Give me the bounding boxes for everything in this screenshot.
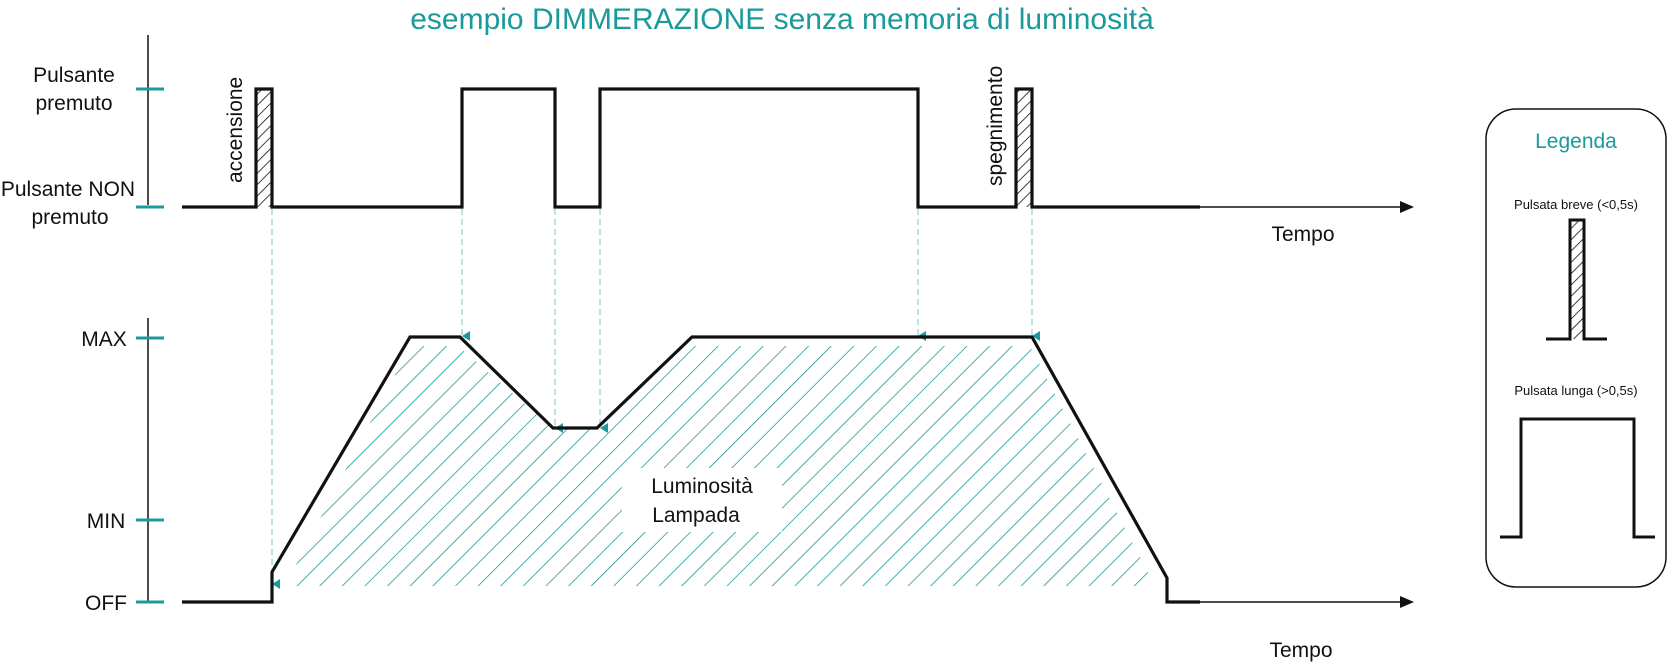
label-off: OFF bbox=[85, 592, 127, 615]
area-label-box bbox=[622, 468, 782, 532]
area-label-line2: Lampada bbox=[652, 504, 740, 527]
label-min: MIN bbox=[87, 510, 126, 533]
button-signal bbox=[182, 87, 1200, 209]
legend-short-pulse bbox=[1546, 218, 1607, 341]
brightness-curve bbox=[182, 335, 1200, 604]
brightness-area bbox=[285, 346, 1155, 586]
top-x-label: Tempo bbox=[1271, 223, 1334, 246]
legend-long-label: Pulsata lunga (>0,5s) bbox=[1514, 383, 1637, 398]
label-not-pressed-line2: premuto bbox=[31, 206, 108, 229]
diagram-title: esempio DIMMERAZIONE senza memoria di lu… bbox=[410, 3, 1154, 36]
legend-long-pulse bbox=[1500, 417, 1655, 539]
legend-short-label: Pulsata breve (<0,5s) bbox=[1514, 197, 1638, 212]
label-max: MAX bbox=[81, 328, 127, 351]
label-pressed-line2: premuto bbox=[35, 92, 112, 115]
legend-title: Legenda bbox=[1535, 130, 1617, 153]
annotation-spegnimento: spegnimento bbox=[984, 66, 1007, 186]
bottom-x-label: Tempo bbox=[1269, 639, 1332, 662]
short-pulse-on-fill bbox=[256, 89, 272, 207]
legend-short-fill bbox=[1570, 220, 1584, 339]
legend-box bbox=[1485, 108, 1667, 588]
area-label-line1: Luminosità bbox=[651, 475, 753, 498]
short-pulse-off-fill bbox=[1016, 89, 1032, 207]
annotation-accensione: accensione bbox=[224, 77, 247, 183]
legend: Legenda Pulsata breve (<0,5s) Pulsata lu… bbox=[1485, 108, 1667, 588]
guide-lines bbox=[271, 209, 1040, 589]
brightness-plot: MAX MIN OFF Tempo Luminosità Lampada bbox=[81, 318, 1414, 662]
button-state-plot: Pulsante premuto Pulsante NON premuto Te… bbox=[1, 35, 1414, 246]
label-pressed-line1: Pulsante bbox=[33, 64, 115, 87]
label-not-pressed-line1: Pulsante NON bbox=[1, 178, 135, 201]
